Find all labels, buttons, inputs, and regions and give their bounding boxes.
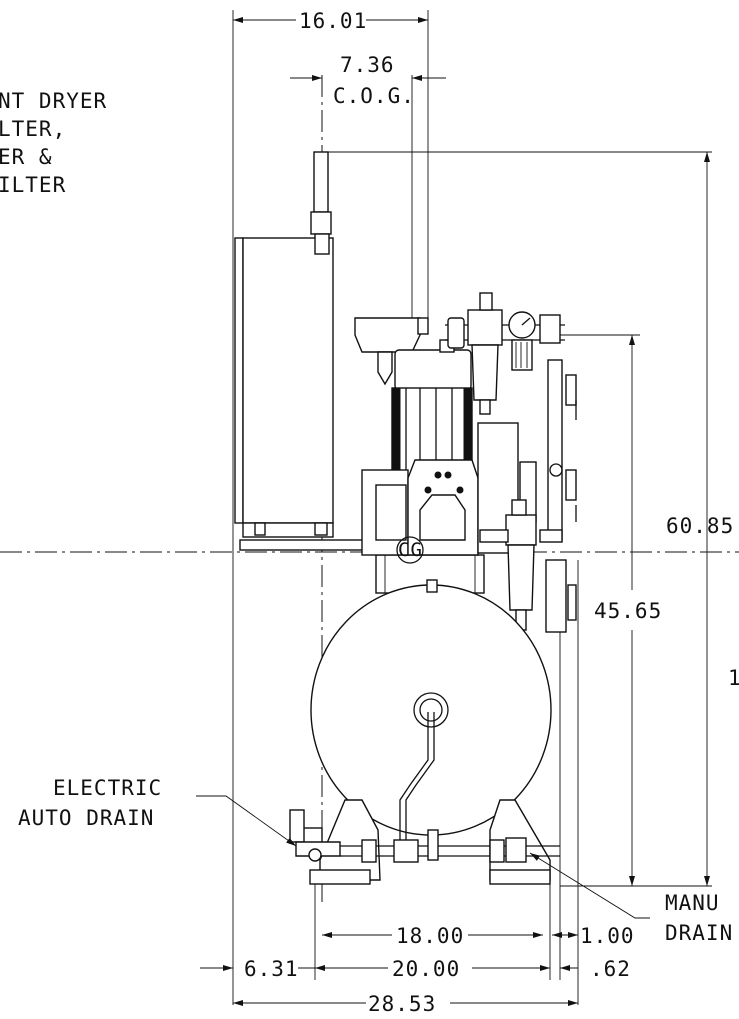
dim-overall-height: 60.85	[666, 514, 734, 538]
note-dryer-line-3: ER &	[0, 145, 53, 169]
dim-cut-height: 1	[728, 666, 739, 690]
note-manual-drain-2: DRAIN	[665, 921, 733, 945]
note-dryer-line-1: NT DRYER	[0, 89, 107, 113]
note-electric-drain-1: ELECTRIC	[53, 776, 162, 800]
dim-right-small: .62	[590, 957, 631, 981]
dim-right-gap: 1.00	[580, 924, 635, 948]
dim-left-offset: 6.31	[244, 957, 299, 981]
dim-foot-inner: 18.00	[396, 924, 464, 948]
cg-marker-label: CG	[398, 539, 423, 561]
filter-regulator-train	[445, 292, 577, 633]
dim-mid-height: 45.65	[594, 599, 662, 623]
dim-cog-offset: 7.36	[340, 53, 395, 77]
note-manual-drain-1: MANU	[665, 891, 720, 915]
note-dryer-line-4: ILTER	[0, 173, 66, 197]
note-dryer: NT DRYER LTER, ER & ILTER	[0, 89, 107, 197]
dimension-lines	[200, 17, 710, 1006]
extension-lines	[232, 10, 712, 1005]
cog-label: C.O.G.	[333, 84, 415, 108]
dim-top-width: 16.01	[299, 9, 367, 33]
refrigerant-dryer	[234, 151, 334, 538]
note-electric-drain-2: AUTO DRAIN	[18, 806, 154, 830]
dim-foot-outer: 20.00	[392, 957, 460, 981]
leader-lines	[196, 795, 650, 919]
dim-overall-width: 28.53	[368, 992, 436, 1016]
note-dryer-line-2: LTER,	[0, 117, 66, 141]
